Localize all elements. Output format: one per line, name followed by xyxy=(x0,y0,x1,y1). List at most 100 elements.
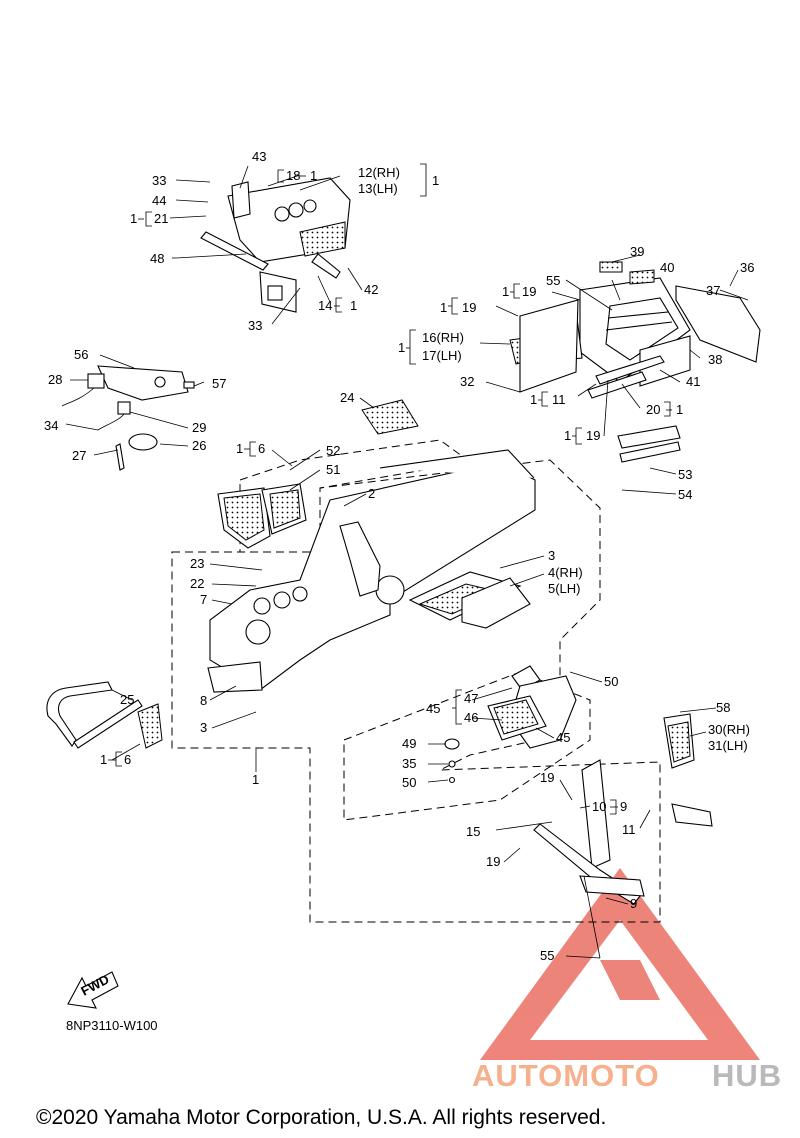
front-bracket-assembly xyxy=(200,177,351,313)
callout-18-qty: 1 xyxy=(310,168,317,183)
callout-26: 26 xyxy=(192,438,206,453)
skid-guard xyxy=(217,483,307,549)
callout-57: 57 xyxy=(212,376,226,391)
callout-19-b-qty: 1 xyxy=(440,300,447,315)
callout-44: 44 xyxy=(152,193,166,208)
callout-43: 43 xyxy=(252,149,266,164)
callout-33-top: 33 xyxy=(152,173,166,188)
callout-41: 41 xyxy=(686,374,700,389)
callout-53: 53 xyxy=(678,467,692,482)
callout-16-qty: 1 xyxy=(398,340,405,355)
callout-32: 32 xyxy=(460,374,474,389)
guard-assembly-boundary xyxy=(239,439,472,553)
callout-19-a-qty: 1 xyxy=(502,284,509,299)
callout-labels: 43 33 18 1 12(RH) 13(LH) 1 44 1 21 48 42… xyxy=(44,149,754,963)
callout-6-a-qty: 1 xyxy=(236,441,243,456)
callout-19-c-qty: 1 xyxy=(564,428,571,443)
callout-17-lh: 17(LH) xyxy=(422,348,462,363)
callout-8: 8 xyxy=(200,693,207,708)
callout-21-qty: 1 xyxy=(130,211,137,226)
callout-30-rh: 30(RH) xyxy=(708,722,750,737)
callout-11-a: 11 xyxy=(552,392,566,407)
callout-54: 54 xyxy=(678,487,692,502)
callout-21: 21 xyxy=(154,211,168,226)
footrest-assembly xyxy=(444,665,713,905)
frame-assembly-boundary xyxy=(171,459,661,923)
callout-27: 27 xyxy=(72,448,86,463)
callout-4-rh: 4(RH) xyxy=(548,565,583,580)
callout-35: 35 xyxy=(402,756,416,771)
callout-9-top: 9 xyxy=(620,799,627,814)
callout-42: 42 xyxy=(364,282,378,297)
leader-lines xyxy=(65,165,749,959)
callout-19-e: 19 xyxy=(486,854,500,869)
callout-14-qty: 1 xyxy=(350,298,357,313)
callout-49: 49 xyxy=(402,736,416,751)
callout-20: 20 xyxy=(646,402,660,417)
callout-9-bottom: 9 xyxy=(630,896,637,911)
callout-46: 46 xyxy=(464,710,478,725)
callout-16-rh: 16(RH) xyxy=(422,330,464,345)
callout-33-bottom: 33 xyxy=(248,318,262,333)
main-frame xyxy=(207,449,536,693)
callout-1: 1 xyxy=(252,772,259,787)
callout-18: 18 xyxy=(286,168,300,183)
electrical-assembly xyxy=(61,365,195,471)
callout-52: 52 xyxy=(326,443,340,458)
callout-13-lh: 13(LH) xyxy=(358,181,398,196)
callout-6-b: 6 xyxy=(124,752,131,767)
callout-12-rh: 12(RH) xyxy=(358,165,400,180)
callout-5-lh: 5(LH) xyxy=(548,581,581,596)
callout-23: 23 xyxy=(190,556,204,571)
watermark-text-hub: HUB xyxy=(712,1058,782,1093)
callout-2: 2 xyxy=(368,486,375,501)
callout-12-qty: 1 xyxy=(432,173,439,188)
callout-7: 7 xyxy=(200,592,207,607)
callout-50-top: 50 xyxy=(604,674,618,689)
callout-6-b-qty: 1 xyxy=(100,752,107,767)
callout-37: 37 xyxy=(706,283,720,298)
front-bumper xyxy=(46,681,163,749)
callout-15: 15 xyxy=(466,824,480,839)
callout-34: 34 xyxy=(44,418,58,433)
callout-51: 51 xyxy=(326,462,340,477)
callout-47: 47 xyxy=(464,691,478,706)
callout-19-d: 19 xyxy=(540,770,554,785)
callout-48: 48 xyxy=(150,251,164,266)
copyright-notice: ©2020 Yamaha Motor Corporation, U.S.A. A… xyxy=(36,1106,606,1129)
callout-25: 25 xyxy=(120,692,134,707)
callout-24: 24 xyxy=(340,390,354,405)
watermark-logo xyxy=(480,868,760,1060)
callout-36: 36 xyxy=(740,260,754,275)
callout-28: 28 xyxy=(48,372,62,387)
callout-55-bottom: 55 xyxy=(540,948,554,963)
callout-10: 10 xyxy=(592,799,606,814)
callout-58: 58 xyxy=(716,700,730,715)
callout-11-a-qty: 1 xyxy=(530,392,537,407)
callout-14: 14 xyxy=(318,298,332,313)
qty-dashes xyxy=(108,175,672,808)
callout-11-b: 11 xyxy=(622,822,636,837)
watermark-text-automoto: AUTOMOTO xyxy=(472,1058,660,1093)
callout-19-c: 19 xyxy=(586,428,600,443)
quantity-brackets xyxy=(115,163,671,815)
callout-45-left: 45 xyxy=(426,701,440,716)
callout-40: 40 xyxy=(660,260,674,275)
fwd-arrow-icon: FWD xyxy=(67,971,119,1009)
part-24-plate xyxy=(361,399,419,435)
diagram-code: 8NP3110-W100 xyxy=(66,1018,158,1033)
rear-rack-assembly xyxy=(509,261,761,463)
callout-39: 39 xyxy=(630,244,644,259)
callout-56: 56 xyxy=(74,347,88,362)
callout-38: 38 xyxy=(708,352,722,367)
callout-55-top: 55 xyxy=(546,273,560,288)
callout-3-left: 3 xyxy=(200,720,207,735)
callout-19-a: 19 xyxy=(522,284,536,299)
callout-22: 22 xyxy=(190,576,204,591)
callout-20-qty: 1 xyxy=(676,402,683,417)
callout-29: 29 xyxy=(192,420,206,435)
callout-31-lh: 31(LH) xyxy=(708,738,748,753)
callout-3-right: 3 xyxy=(548,548,555,563)
callout-6-a: 6 xyxy=(258,441,265,456)
